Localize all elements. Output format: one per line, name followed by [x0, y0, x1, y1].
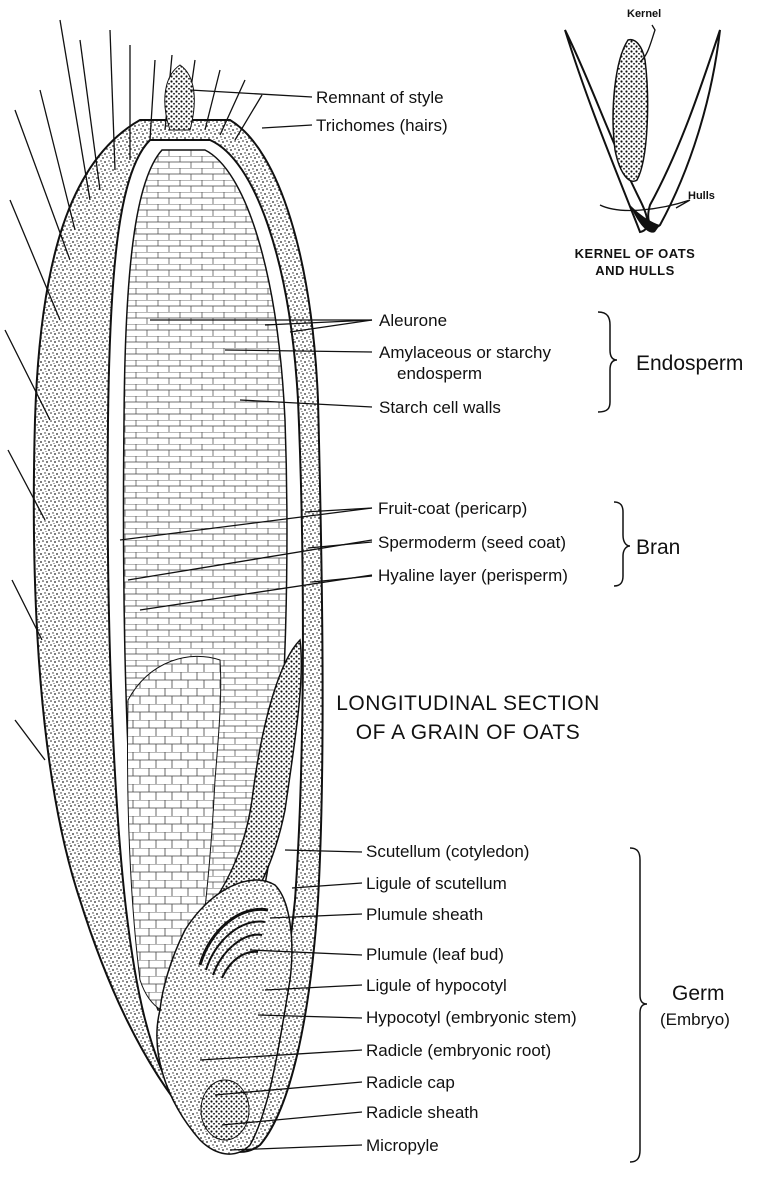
leader-remnant [190, 90, 312, 97]
caption-line1: LONGITUDINAL SECTION [318, 691, 618, 717]
group-bran: Bran [636, 536, 680, 560]
label-plumule-sheath: Plumule sheath [366, 905, 483, 925]
group-endosperm: Endosperm [636, 352, 743, 376]
bracket-bran [614, 502, 630, 586]
style-remnant [165, 65, 195, 130]
grain-section [5, 20, 323, 1154]
label-trichomes: Trichomes (hairs) [316, 116, 448, 136]
kernel-shape [613, 40, 648, 182]
kernel-label: Kernel [627, 8, 661, 20]
leader-trichomes [262, 125, 312, 128]
label-starch-cell-walls: Starch cell walls [379, 398, 501, 418]
label-remnant-of-style: Remnant of style [316, 88, 444, 108]
radicle-area [201, 1080, 249, 1140]
inset-caption-line1: KERNEL OF OATS [555, 246, 715, 262]
label-hyaline-layer: Hyaline layer (perisperm) [378, 566, 568, 586]
label-amylaceous-1: Amylaceous or starchy [379, 343, 551, 363]
hulls-label: Hulls [688, 190, 715, 202]
label-spermoderm: Spermoderm (seed coat) [378, 533, 566, 553]
caption-line2: OF A GRAIN OF OATS [318, 720, 618, 746]
label-fruit-coat: Fruit-coat (pericarp) [378, 499, 527, 519]
group-embryo: (Embryo) [660, 1010, 730, 1030]
label-plumule: Plumule (leaf bud) [366, 945, 504, 965]
label-micropyle: Micropyle [366, 1136, 439, 1156]
bracket-germ [630, 848, 647, 1162]
inset-caption-line2: AND HULLS [555, 263, 715, 279]
label-ligule-of-hypocotyl: Ligule of hypocotyl [366, 976, 507, 996]
label-amylaceous-2: endosperm [397, 364, 482, 384]
label-radicle: Radicle (embryonic root) [366, 1041, 551, 1061]
label-ligule-of-scutellum: Ligule of scutellum [366, 874, 507, 894]
label-radicle-cap: Radicle cap [366, 1073, 455, 1093]
label-aleurone: Aleurone [379, 311, 447, 331]
bracket-endosperm [598, 312, 617, 412]
group-germ: Germ [672, 982, 725, 1006]
label-radicle-sheath: Radicle sheath [366, 1103, 478, 1123]
label-scutellum: Scutellum (cotyledon) [366, 842, 529, 862]
label-hypocotyl: Hypocotyl (embryonic stem) [366, 1008, 577, 1028]
